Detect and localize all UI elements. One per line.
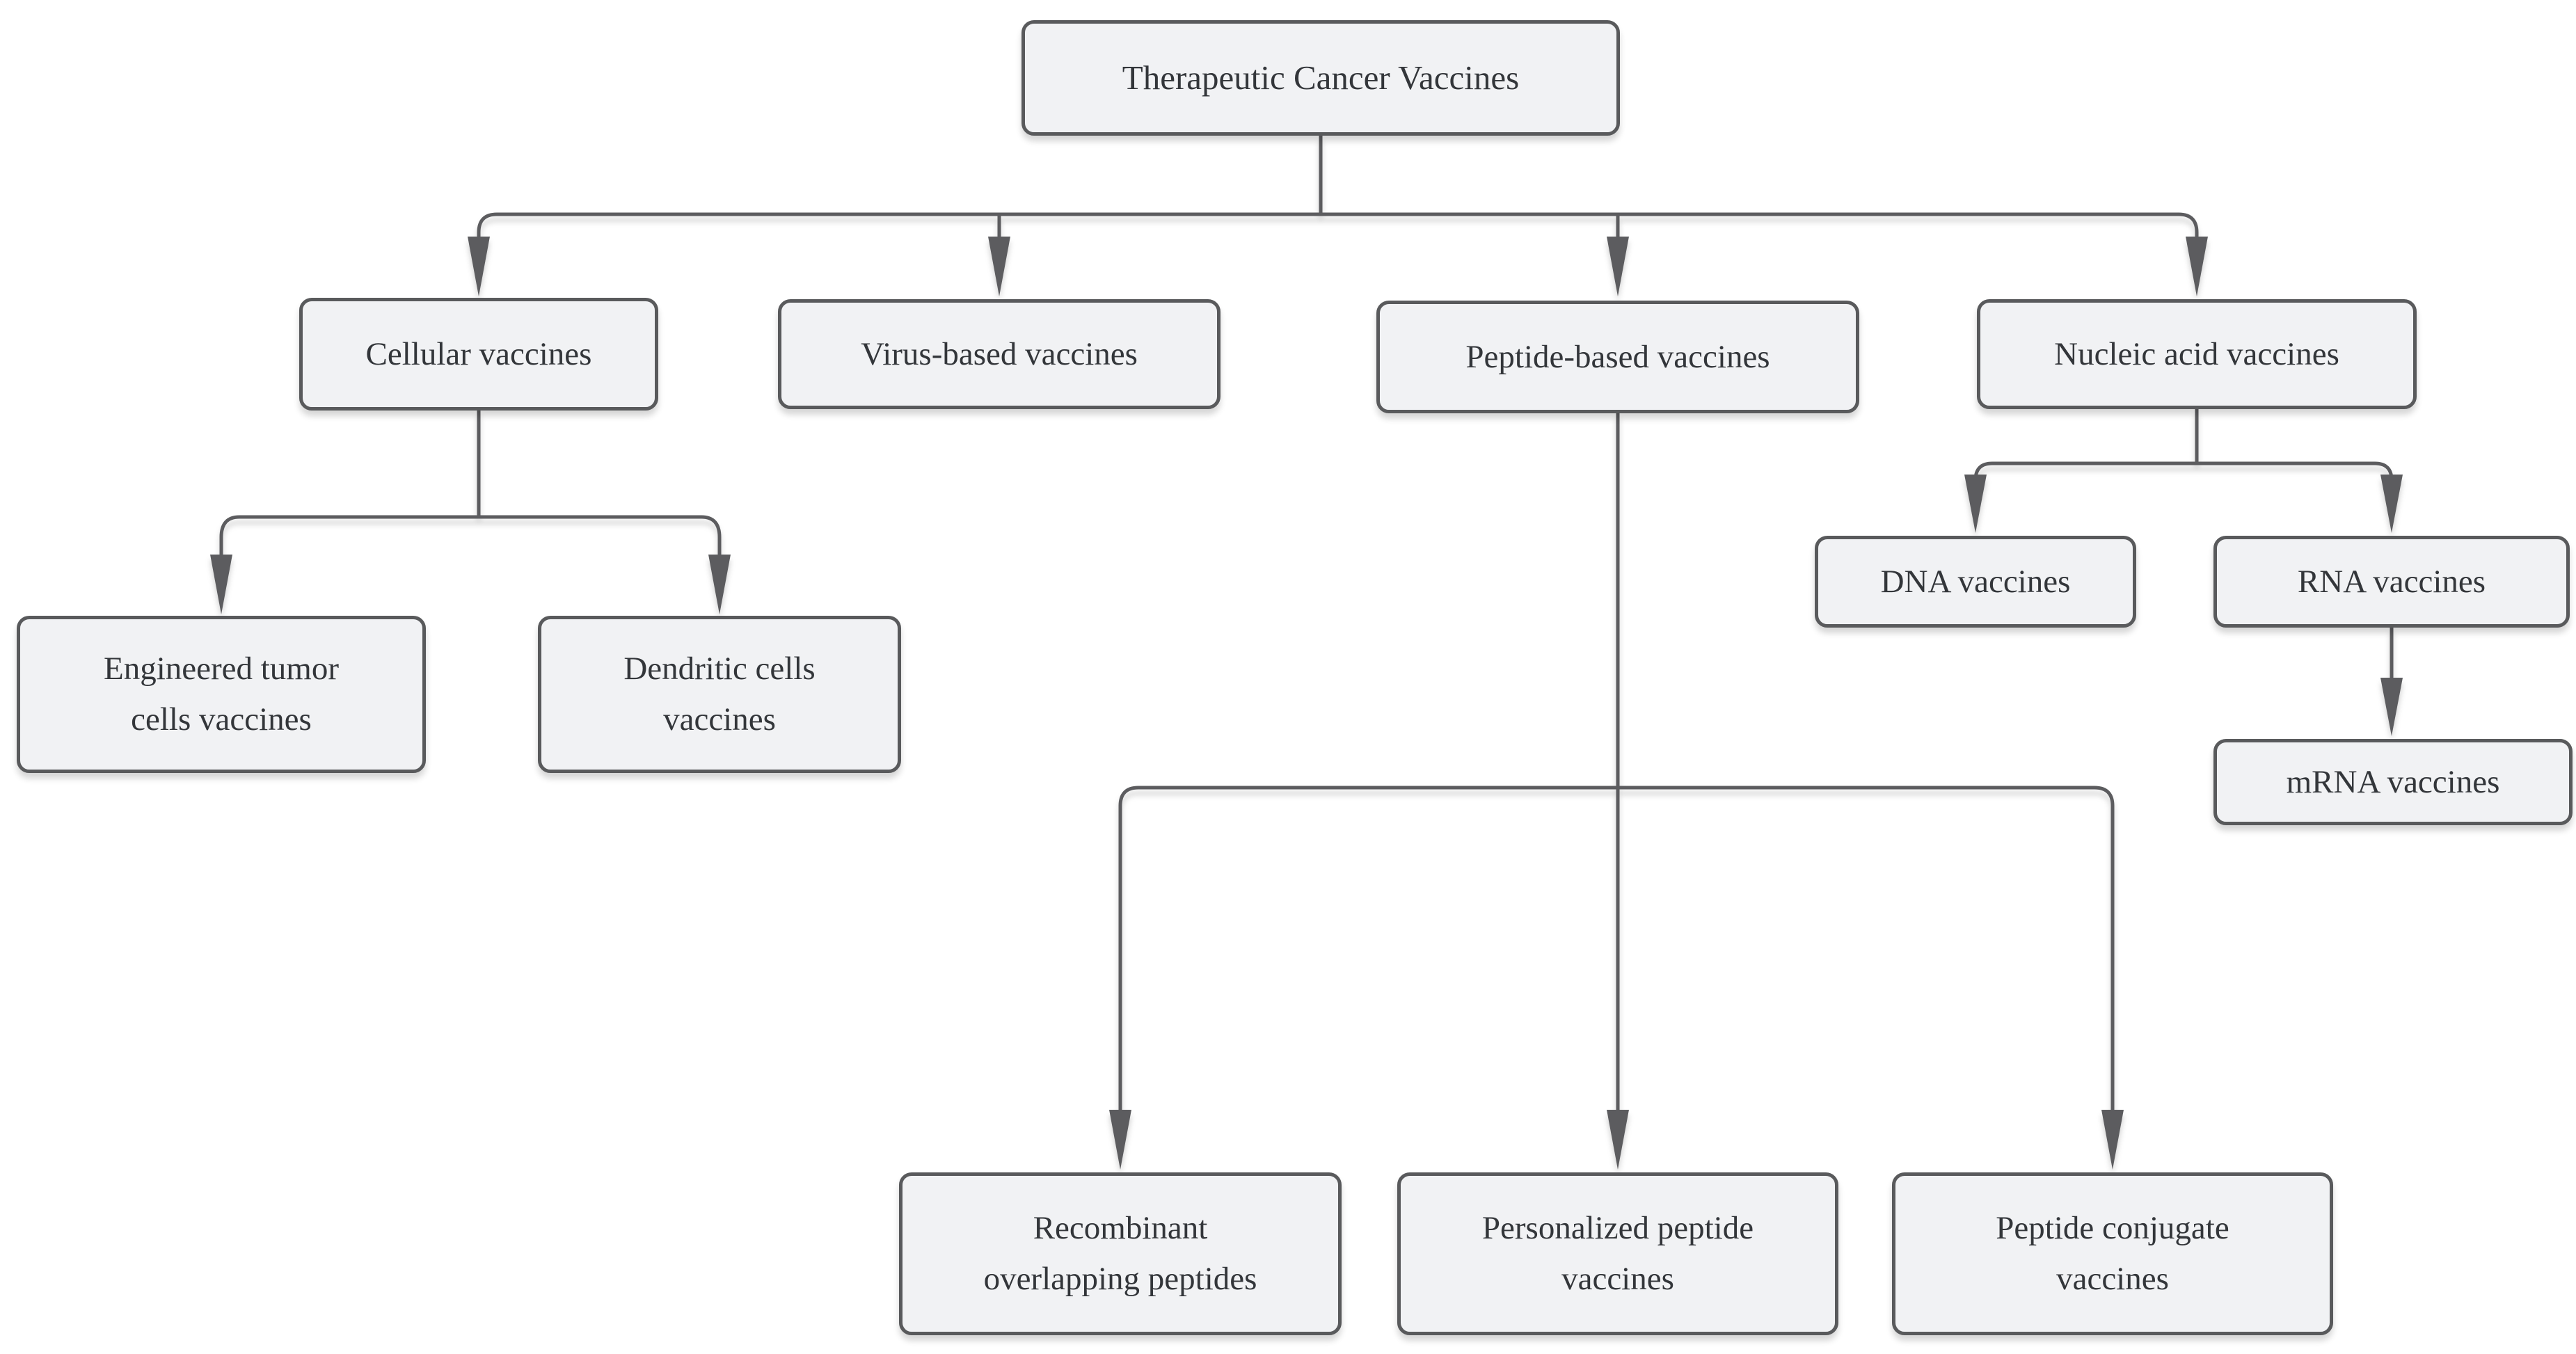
node-peptide-conjugate-vaccines: Peptide conjugate vaccines [1892, 1172, 2333, 1335]
arrowhead-peptide [1607, 237, 1629, 296]
node-label: RNA vaccines [2297, 563, 2486, 600]
node-label: Recombinant overlapping peptides [983, 1210, 1257, 1297]
arrowhead-mrna [2380, 678, 2403, 736]
node-cellular-vaccines: Cellular vaccines [299, 298, 658, 411]
node-virus-based-vaccines: Virus-based vaccines [778, 299, 1221, 409]
edge-peptide-bus [1118, 786, 2115, 1113]
node-dna-vaccines: DNA vaccines [1815, 536, 2136, 628]
arrowhead-dendritic [708, 555, 731, 614]
edge-nucleic-bus [1973, 461, 2394, 481]
arrowhead-personalized [1607, 1110, 1629, 1170]
node-rna-vaccines: RNA vaccines [2213, 536, 2570, 628]
node-label: mRNA vaccines [2286, 763, 2500, 800]
arrowhead-engineered [210, 555, 232, 614]
node-label: Peptide-based vaccines [1465, 338, 1770, 375]
arrowhead-conjugate [2101, 1110, 2124, 1170]
arrowhead-virus [988, 237, 1010, 296]
node-peptide-based-vaccines: Peptide-based vaccines [1376, 301, 1859, 413]
node-nucleic-acid-vaccines: Nucleic acid vaccines [1977, 299, 2417, 409]
node-label: Personalized peptide vaccines [1481, 1210, 1754, 1297]
node-label: Engineered tumor cells vaccines [103, 651, 340, 738]
node-engineered-tumor-cells-vaccines: Engineered tumor cells vaccines [17, 616, 426, 773]
node-personalized-peptide-vaccines: Personalized peptide vaccines [1397, 1172, 1838, 1335]
arrowhead-rna [2380, 475, 2403, 533]
node-label: Virus-based vaccines [861, 335, 1138, 372]
node-therapeutic-cancer-vaccines: Therapeutic Cancer Vaccines [1021, 20, 1620, 136]
node-label: Dendritic cells vaccines [623, 651, 816, 738]
node-mrna-vaccines: mRNA vaccines [2213, 739, 2573, 825]
node-dendritic-cells-vaccines: Dendritic cells vaccines [538, 616, 901, 773]
node-label: Peptide conjugate vaccines [1996, 1210, 2229, 1297]
node-recombinant-overlapping-peptides: Recombinant overlapping peptides [899, 1172, 1342, 1335]
arrowhead-dna [1964, 475, 1987, 533]
node-label: Nucleic acid vaccines [2054, 335, 2339, 372]
arrowhead-cellular [468, 237, 490, 296]
arrowhead-nucleic [2186, 237, 2208, 296]
node-label: Cellular vaccines [365, 335, 592, 372]
edge-cellular-bus [219, 515, 722, 557]
arrowhead-recombinant [1109, 1110, 1131, 1170]
node-label: Therapeutic Cancer Vaccines [1122, 58, 1520, 97]
node-label: DNA vaccines [1880, 563, 2071, 600]
edge-root-bus [477, 212, 2199, 241]
